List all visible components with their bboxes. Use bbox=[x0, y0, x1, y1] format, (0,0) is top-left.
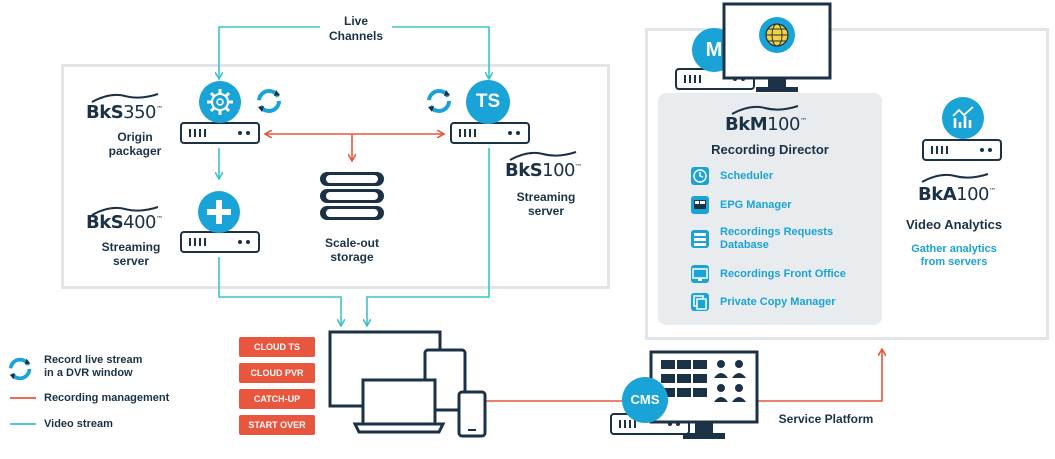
plus-icon bbox=[198, 191, 240, 233]
wave-swoosh-icon bbox=[91, 93, 159, 103]
service-tag-cloud-ts: CLOUD TS bbox=[239, 337, 315, 357]
storage-description: Scale-out storage bbox=[324, 236, 379, 264]
director-item-epg-manager: EPG Manager bbox=[720, 199, 792, 211]
copy-icon bbox=[691, 293, 709, 311]
bks400-logo: BkS400™ bbox=[86, 212, 163, 233]
origin-streaming-panel bbox=[61, 64, 610, 289]
bks400-description: Streaming server bbox=[101, 240, 161, 268]
video-analytics-sub: Gather analytics from servers bbox=[911, 243, 997, 268]
wave-swoosh-icon-400 bbox=[91, 206, 159, 216]
bks350-server-icon bbox=[180, 122, 260, 144]
service-tag-cloud-pvr: CLOUD PVR bbox=[239, 363, 315, 383]
bkm100-logo: BkM100™ bbox=[725, 114, 807, 135]
database-icon bbox=[691, 230, 709, 248]
devices-icon bbox=[328, 330, 487, 438]
legend-recording-management-label: Recording management bbox=[44, 392, 170, 404]
video-analytics-title: Video Analytics bbox=[905, 217, 1003, 232]
recording-director-title: Recording Director bbox=[711, 142, 829, 157]
bks100-description: Streaming server bbox=[516, 190, 576, 218]
stream-100-to-devices bbox=[367, 148, 490, 325]
bks350-description: Origin packager bbox=[108, 130, 162, 158]
bks400-server-icon bbox=[180, 231, 260, 253]
storage-icon bbox=[320, 172, 384, 220]
director-item-requests-database: Recordings Requests Database bbox=[720, 226, 834, 251]
stream-400-to-devices bbox=[218, 257, 341, 325]
live-channel-line-right bbox=[392, 26, 489, 78]
ts-badge: TS bbox=[466, 80, 510, 124]
director-item-private-copy: Private Copy Manager bbox=[720, 296, 836, 308]
analytics-chart-icon bbox=[942, 97, 984, 139]
legend-video-stream-label: Video stream bbox=[44, 418, 113, 430]
service-tag-catch-up: CATCH-UP bbox=[239, 389, 315, 409]
epg-icon bbox=[691, 196, 709, 214]
front-office-icon bbox=[691, 265, 709, 283]
service-tag-start-over: START OVER bbox=[239, 415, 315, 435]
director-item-scheduler: Scheduler bbox=[720, 170, 774, 182]
record-cycle-icon bbox=[257, 89, 281, 113]
bks100-logo: BkS100™ bbox=[505, 160, 582, 181]
gear-icon bbox=[199, 81, 241, 123]
bks100-server-icon bbox=[450, 122, 530, 144]
management-panel bbox=[645, 28, 1049, 340]
live-channels-label: Live Channels bbox=[328, 14, 383, 43]
legend-record-cycle-icon bbox=[8, 357, 32, 381]
record-cycle-icon-ts bbox=[427, 89, 451, 113]
cms-monitor-icon bbox=[649, 350, 759, 439]
wave-swoosh-icon-bkm bbox=[731, 105, 799, 115]
wave-swoosh-icon-100 bbox=[509, 151, 577, 161]
bka100-logo: BkA100™ bbox=[918, 184, 996, 205]
clock-icon bbox=[691, 167, 709, 185]
cms-to-management-line bbox=[757, 350, 882, 402]
cms-badge: CMS bbox=[622, 377, 668, 423]
monitor-globe-icon bbox=[722, 2, 832, 92]
service-platform-label: Service Platform bbox=[778, 412, 874, 426]
legend-record-label: Record live stream in a DVR window bbox=[44, 354, 143, 379]
bka100-server-icon bbox=[922, 139, 1002, 161]
director-item-front-office: Recordings Front Office bbox=[720, 268, 846, 280]
bks350-logo: BkS350™ bbox=[86, 102, 163, 123]
live-channel-line-left bbox=[219, 26, 320, 78]
wave-swoosh-icon-bka bbox=[921, 173, 989, 183]
